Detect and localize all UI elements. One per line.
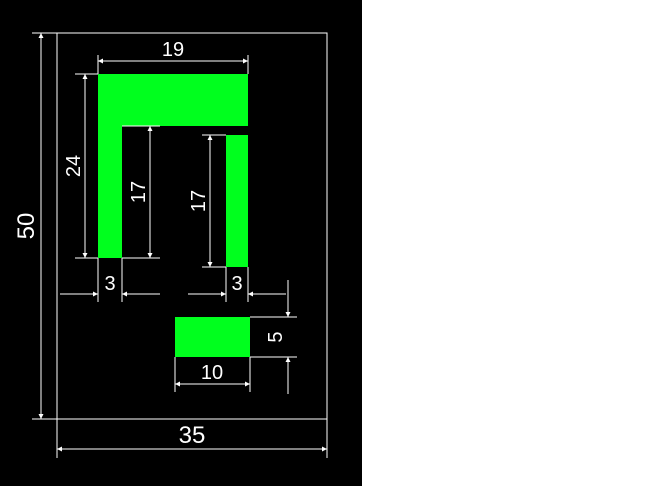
dim-text-small-height: 5 [265, 331, 287, 342]
dim-text-total-height: 50 [13, 213, 40, 240]
dim-text-right-bar-height: 17 [188, 190, 210, 212]
dim-text-small-width: 10 [201, 362, 223, 384]
dim-text-total-width: 35 [179, 422, 206, 449]
outer-frame [56, 32, 328, 420]
l-shape [98, 74, 248, 258]
dim-text-left-thickness: 3 [104, 273, 115, 295]
green-shapes [98, 74, 250, 357]
small-rectangle [175, 317, 250, 357]
dim-text-top-width: 19 [162, 39, 184, 61]
dim-text-inner-height: 17 [128, 181, 150, 203]
right-bar [226, 135, 248, 267]
drawing-background [0, 0, 362, 486]
dim-text-left-height: 24 [63, 155, 85, 177]
dim-text-right-thickness: 3 [231, 273, 242, 295]
